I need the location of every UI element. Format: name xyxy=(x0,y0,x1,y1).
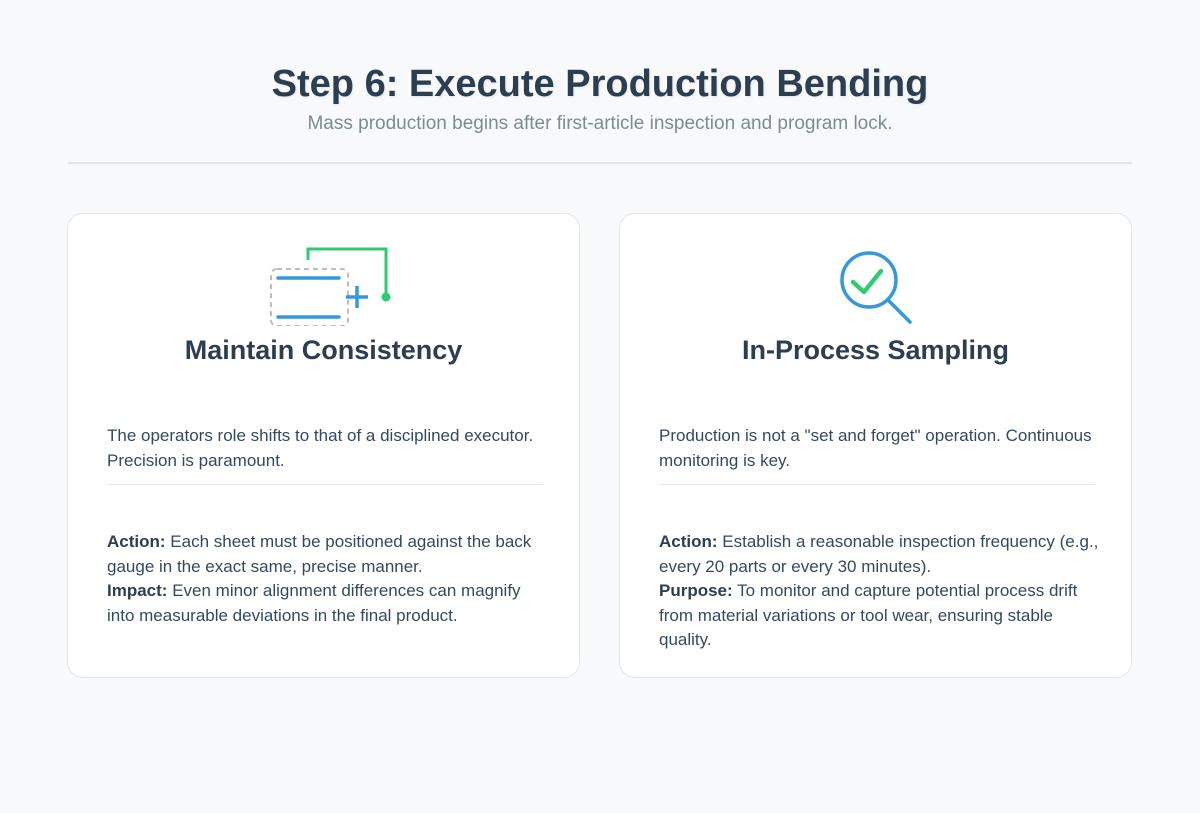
card-details: Action: Each sheet must be positioned ag… xyxy=(107,530,547,628)
detail-purpose: Purpose: To monitor and capture potentia… xyxy=(659,579,1099,653)
card-details: Action: Establish a reasonable inspectio… xyxy=(659,530,1099,653)
detail-text: Even minor alignment differences can mag… xyxy=(107,581,521,625)
card-divider xyxy=(107,484,543,485)
card-divider xyxy=(659,484,1095,485)
detail-text: To monitor and capture potential process… xyxy=(659,581,1078,649)
detail-text: Each sheet must be positioned against th… xyxy=(107,532,532,576)
detail-action: Action: Establish a reasonable inspectio… xyxy=(659,530,1099,579)
detail-impact: Impact: Even minor alignment differences… xyxy=(107,579,547,628)
card-in-process-sampling: In-Process Sampling Production is not a … xyxy=(619,213,1132,678)
detail-label: Impact: xyxy=(107,581,168,600)
page-title: Step 6: Execute Production Bending xyxy=(271,63,929,105)
page-header: Step 6: Execute Production Bending Mass … xyxy=(0,60,1200,136)
card-title: Maintain Consistency xyxy=(184,335,463,365)
consistency-template-icon xyxy=(68,230,579,326)
card-intro: Production is not a "set and forget" ope… xyxy=(659,426,1092,470)
card-title: In-Process Sampling xyxy=(741,335,1010,365)
magnifier-check-icon xyxy=(620,230,1131,326)
card-intro: The operators role shifts to that of a d… xyxy=(107,426,534,470)
page-subtitle: Mass production begins after first-artic… xyxy=(307,113,893,134)
header-divider xyxy=(68,162,1132,164)
detail-label: Action: xyxy=(659,532,718,551)
detail-text: Establish a reasonable inspection freque… xyxy=(659,532,1099,576)
detail-label: Purpose: xyxy=(659,581,733,600)
card-maintain-consistency: Maintain Consistency The operators role … xyxy=(67,213,580,678)
detail-label: Action: xyxy=(107,532,166,551)
detail-action: Action: Each sheet must be positioned ag… xyxy=(107,530,547,579)
